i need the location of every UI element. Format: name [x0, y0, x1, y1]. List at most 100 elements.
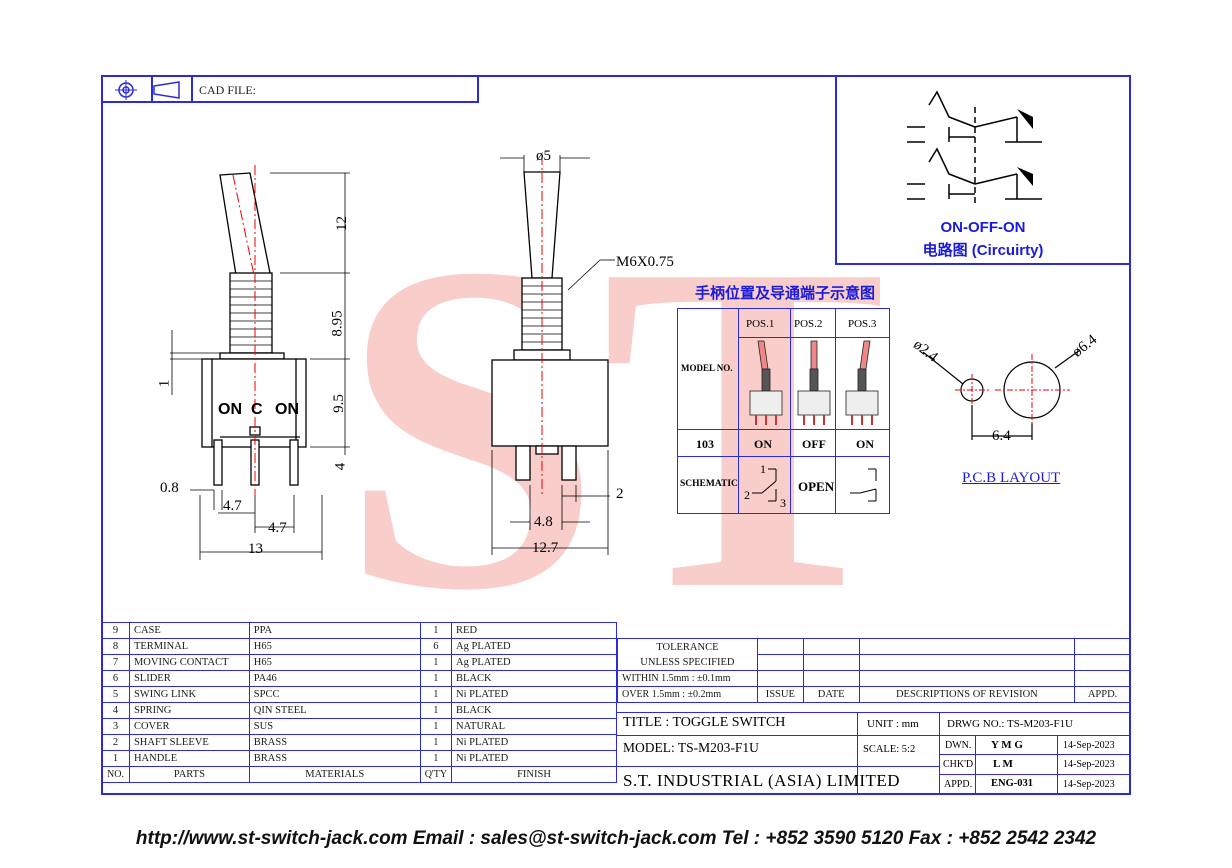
- open-label: OPEN: [798, 479, 835, 494]
- chk-label: CHK'D: [943, 759, 974, 770]
- circuit-type-label: ON-OFF-ON: [940, 219, 1026, 236]
- bom-cell-no: 9: [101, 622, 130, 639]
- bom-cell-material: SUS: [248, 718, 421, 735]
- footer-contact: http://www.st-switch-jack.com Email : sa…: [135, 828, 1097, 849]
- terminal-c: C: [251, 401, 263, 418]
- bom-cell-material: PPA: [248, 622, 421, 639]
- bom-cell-qty: 1: [419, 750, 453, 767]
- dim-0-8: 0.8: [160, 480, 179, 496]
- bom-cell-no: 4: [101, 702, 130, 719]
- bom-cell-finish: Ni PLATED: [451, 734, 617, 751]
- projection-symbol-icon: [115, 80, 180, 100]
- pos1-state: ON: [754, 437, 772, 451]
- bom-cell-no: 3: [101, 718, 130, 735]
- company-name: S.T. INDUSTRIAL (ASIA) LIMITED: [623, 771, 901, 790]
- circuit-box: ON-OFF-ON 电路图 (Circuirty): [835, 75, 1131, 265]
- bom-cell-part: SLIDER: [128, 670, 250, 687]
- model-label: MODEL: TS-M203-F1U: [623, 740, 759, 755]
- pcb-layout-drawing: [922, 349, 1081, 440]
- bom-cell-part: CASE: [128, 622, 250, 639]
- pcb-layout-label: P.C.B LAYOUT: [962, 470, 1061, 486]
- bom-cell-part: MOVING CONTACT: [128, 654, 250, 671]
- drawing-number: DRWG NO.: TS-M203-F1U: [947, 718, 1074, 730]
- bom-cell-part: SPRING: [128, 702, 250, 719]
- bom-cell-qty: 1: [419, 670, 453, 687]
- chk-value: L M: [993, 758, 1013, 770]
- pcb-pitch: 6.4: [992, 428, 1011, 444]
- pos3-state: ON: [856, 437, 874, 451]
- dwn-date: 14-Sep-2023: [1063, 740, 1115, 751]
- position-icons: [749, 340, 879, 425]
- bom-cell-no: 7: [101, 654, 130, 671]
- bom-cell-finish: RED: [451, 622, 617, 639]
- svg-text:2: 2: [744, 488, 750, 502]
- appd-date: 14-Sep-2023: [1063, 779, 1115, 790]
- schematic-icons: 1 2 3: [744, 462, 877, 510]
- bom-cell-material: QIN STEEL: [248, 702, 421, 719]
- dwn-value: Y M G: [991, 739, 1023, 751]
- bom-cell-material: H65: [248, 638, 421, 655]
- bom-header-row: NO. PARTS MATERIALS Q'TY FINISH: [101, 766, 617, 783]
- bom-cell-no: 8: [101, 638, 130, 655]
- bom-cell-qty: 6: [419, 638, 453, 655]
- bom-cell-no: 2: [101, 734, 130, 751]
- pos3-header: POS.3: [848, 318, 877, 330]
- bom-cell-qty: 1: [419, 702, 453, 719]
- chk-date: 14-Sep-2023: [1063, 759, 1115, 770]
- model-value: 103: [696, 437, 714, 451]
- svg-text:1: 1: [760, 462, 766, 476]
- dim-12-7: 12.7: [532, 540, 559, 556]
- position-table: POS.1 POS.2 POS.3 MODEL NO. 103 ON OFF O…: [677, 308, 890, 514]
- dim-9-5: 9.5: [330, 394, 347, 413]
- bom-cell-part: HANDLE: [128, 750, 250, 767]
- dim-thread: M6X0.75: [616, 254, 674, 270]
- side-view-drawing: [170, 165, 350, 560]
- bom-cell-finish: Ag PLATED: [451, 654, 617, 671]
- cad-header: CAD FILE:: [101, 75, 479, 103]
- drawing-title: TITLE : TOGGLE SWITCH: [623, 715, 786, 730]
- circuit-caption: 电路图 (Circuirty): [922, 242, 1044, 259]
- pos-table-title: 手柄位置及导通端子示意图: [695, 285, 876, 302]
- bom-cell-part: COVER: [128, 718, 250, 735]
- bom-cell-finish: Ag PLATED: [451, 638, 617, 655]
- dim-phi-5: ø5: [536, 148, 551, 164]
- dim-1: 1: [156, 379, 173, 388]
- dim-4: 4: [332, 462, 349, 471]
- bom-cell-part: TERMINAL: [128, 638, 250, 655]
- bom-cell-qty: 1: [419, 654, 453, 671]
- pos2-state: OFF: [802, 437, 826, 451]
- dim-4-8: 4.8: [534, 514, 553, 530]
- circuit-symbol-icon: [907, 90, 1042, 207]
- bom-cell-no: 5: [101, 686, 130, 703]
- bom-cell-qty: 1: [419, 622, 453, 639]
- pos1-header: POS.1: [746, 318, 775, 330]
- dim-12: 12: [334, 216, 350, 231]
- dim-2: 2: [616, 486, 624, 502]
- appd-value: ENG-031: [991, 778, 1033, 789]
- bom-cell-no: 6: [101, 670, 130, 687]
- scale-label: SCALE: 5:2: [863, 744, 916, 755]
- bom-cell-qty: 1: [419, 734, 453, 751]
- bom-cell-finish: BLACK: [451, 702, 617, 719]
- model-no-label: MODEL NO.: [681, 363, 733, 373]
- pos2-header: POS.2: [794, 318, 823, 330]
- cad-file-label: CAD FILE:: [199, 83, 256, 97]
- bom-cell-material: BRASS: [248, 734, 421, 751]
- bom-cell-material: H65: [248, 654, 421, 671]
- svg-text:3: 3: [780, 496, 786, 510]
- bom-cell-no: 1: [101, 750, 130, 767]
- bom-cell-finish: BLACK: [451, 670, 617, 687]
- bom-cell-part: SHAFT SLEEVE: [128, 734, 250, 751]
